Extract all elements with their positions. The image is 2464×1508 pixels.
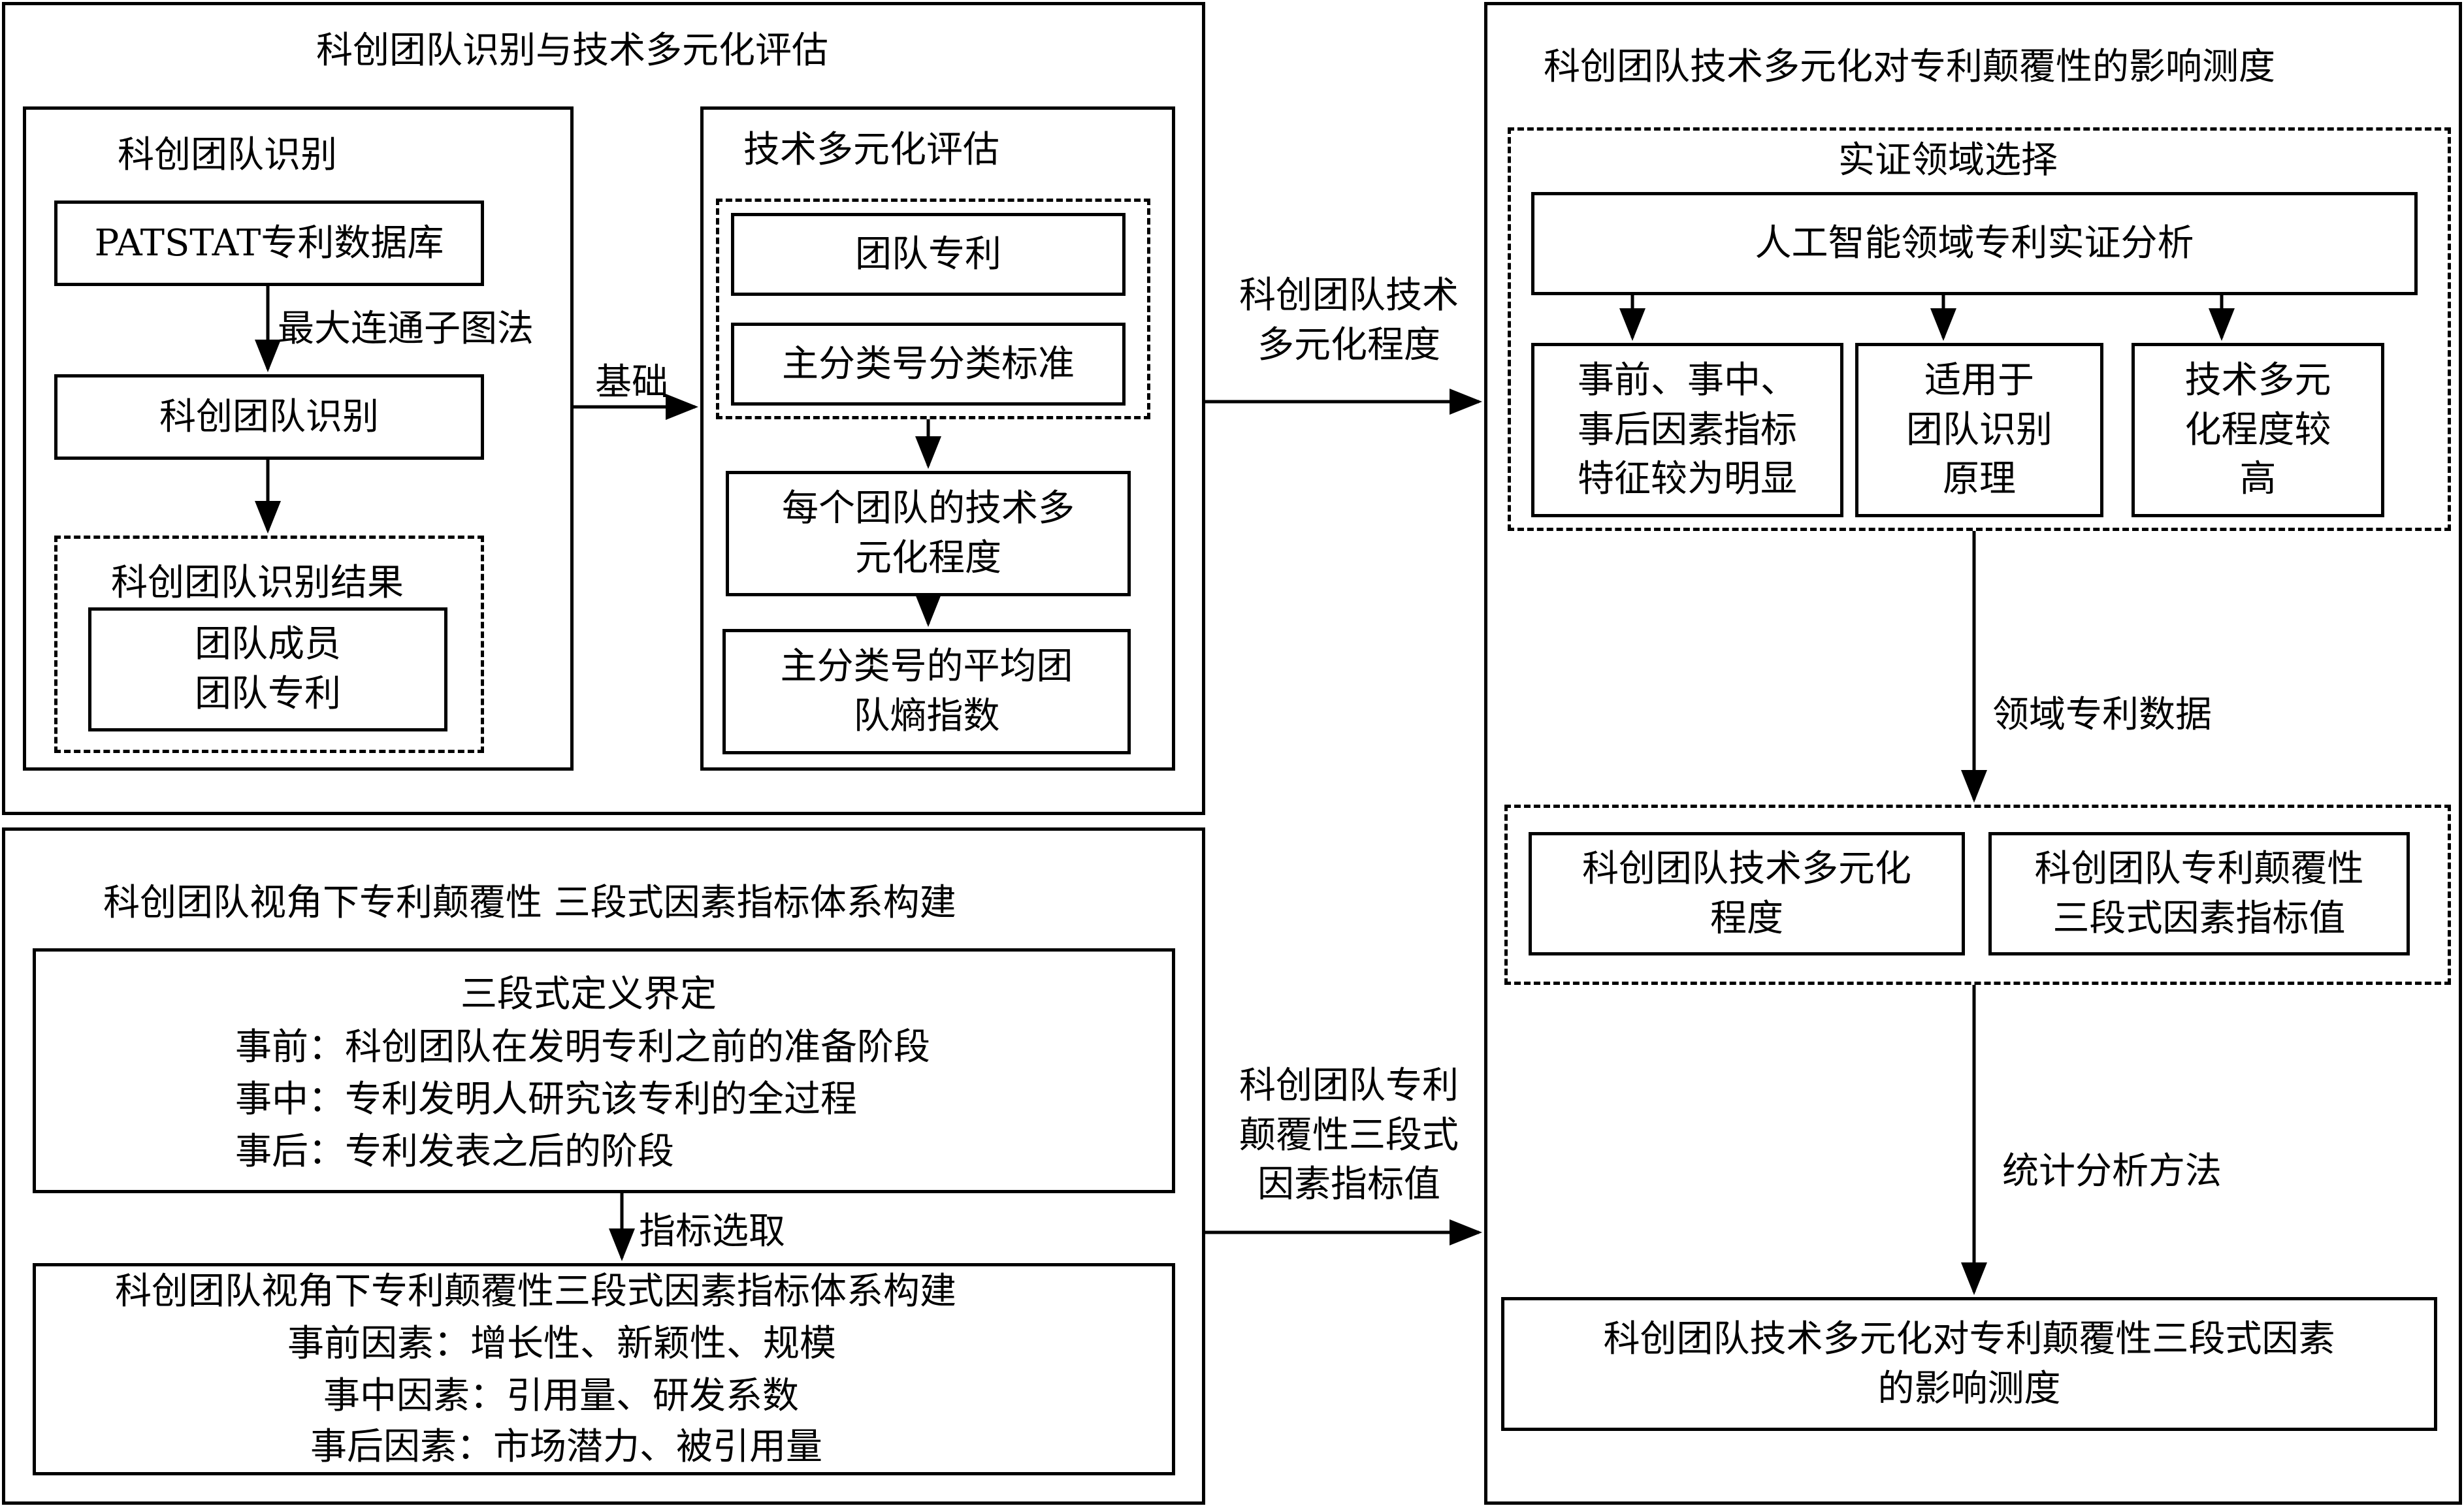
panel-bottom-left-title: 科创团队视角下专利颠覆性 三段式因素指标体系构建 bbox=[103, 882, 956, 924]
identification-result-group bbox=[54, 536, 484, 753]
team-identification-title: 科创团队识别 bbox=[118, 134, 337, 176]
indicator-line-after: 事后因素：市场潜力、被引用量 bbox=[310, 1426, 822, 1468]
team-patents-box: 团队专利 bbox=[731, 213, 1126, 296]
panel-right-title: 科创团队技术多元化对专利颠覆性的影响测度 bbox=[1544, 46, 2275, 88]
diversity-degree-label: 科创团队技术 多元化程度 bbox=[1239, 274, 1459, 366]
indicator-line-before: 事前因素：增长性、新颖性、规模 bbox=[287, 1323, 836, 1365]
tech-diversity-title: 技术多元化评估 bbox=[743, 129, 999, 171]
domain-patent-data-label: 领域专利数据 bbox=[1992, 694, 2212, 736]
indicator-system-title: 科创团队视角下专利颠覆性三段式因素指标体系构建 bbox=[115, 1270, 956, 1313]
three-stage-definition-box bbox=[33, 948, 1175, 1193]
definition-line-before: 事前：科创团队在发明专利之前的准备阶段 bbox=[235, 1026, 930, 1068]
reason-team-identification-box: 适用于 团队识别 原理 bbox=[1855, 343, 2103, 517]
indicator-selection-label: 指标选取 bbox=[639, 1210, 785, 1253]
panel-top-left-title: 科创团队识别与技术多元化评估 bbox=[316, 29, 828, 72]
identification-result-title: 科创团队识别结果 bbox=[111, 562, 404, 604]
statistical-method-label: 统计分析方法 bbox=[2002, 1150, 2222, 1193]
definition-title: 三段式定义界定 bbox=[461, 973, 717, 1016]
indicator-system-box bbox=[33, 1263, 1175, 1475]
patstat-database-box: PATSTAT专利数据库 bbox=[54, 201, 484, 286]
identification-result-box: 团队成员 团队专利 bbox=[88, 607, 447, 731]
domain-selection-group bbox=[1508, 127, 2451, 531]
indicator-line-during: 事中因素：引用量、研发系数 bbox=[323, 1375, 799, 1417]
reason-high-diversity-box: 技术多元 化程度较 高 bbox=[2132, 343, 2384, 517]
impact-result-box: 科创团队技术多元化对专利颠覆性三段式因素 的影响测度 bbox=[1501, 1297, 2437, 1431]
diversity-variable-box: 科创团队技术多元化 程度 bbox=[1529, 832, 1965, 955]
connected-subgraph-method-label: 最大连通子图法 bbox=[278, 308, 534, 350]
ai-domain-analysis-box: 人工智能领域专利实证分析 bbox=[1531, 192, 2418, 295]
domain-selection-title: 实证领域选择 bbox=[1838, 139, 2058, 182]
average-entropy-box: 主分类号的平均团 队熵指数 bbox=[722, 629, 1131, 754]
team-identification-step-box: 科创团队识别 bbox=[54, 374, 484, 460]
definition-line-after: 事后：专利发表之后的阶段 bbox=[235, 1131, 674, 1173]
indicator-variable-box: 科创团队专利颠覆性 三段式因素指标值 bbox=[1988, 832, 2410, 955]
reason-stage-features-box: 事前、事中、 事后因素指标 特征较为明显 bbox=[1531, 343, 1843, 517]
classification-standard-box: 主分类号分类标准 bbox=[731, 323, 1126, 406]
tech-diversity-basis-group bbox=[716, 199, 1150, 419]
definition-line-during: 事中：专利发明人研究该专利的全过程 bbox=[235, 1078, 857, 1121]
indicator-values-label: 科创团队专利 颠覆性三段式 因素指标值 bbox=[1239, 1065, 1459, 1206]
variables-group bbox=[1504, 805, 2451, 985]
foundation-label: 基础 bbox=[595, 361, 668, 404]
